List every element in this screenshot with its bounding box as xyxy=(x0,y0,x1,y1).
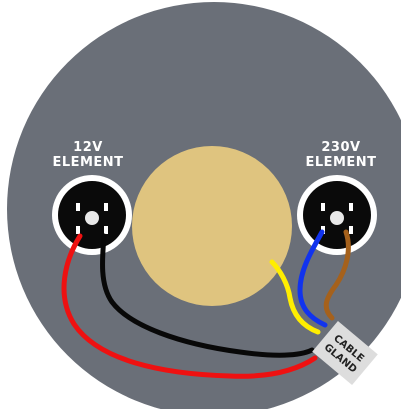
socket-230v-icon xyxy=(297,175,377,255)
wire-black xyxy=(100,233,315,358)
label-12v-line1: 12V xyxy=(73,140,103,155)
label-230v-line2: ELEMENT xyxy=(305,155,376,170)
cable-gland-icon: CABLE GLAND xyxy=(312,320,378,386)
wire-red xyxy=(61,233,318,379)
wire-brown xyxy=(323,229,351,321)
socket-12v-icon xyxy=(52,175,132,255)
wire-yellow xyxy=(269,259,321,335)
wire-blue xyxy=(297,229,328,328)
label-12v-line2: ELEMENT xyxy=(52,155,123,170)
label-230v-line1: 230V xyxy=(321,140,360,155)
center-disc xyxy=(132,146,292,306)
